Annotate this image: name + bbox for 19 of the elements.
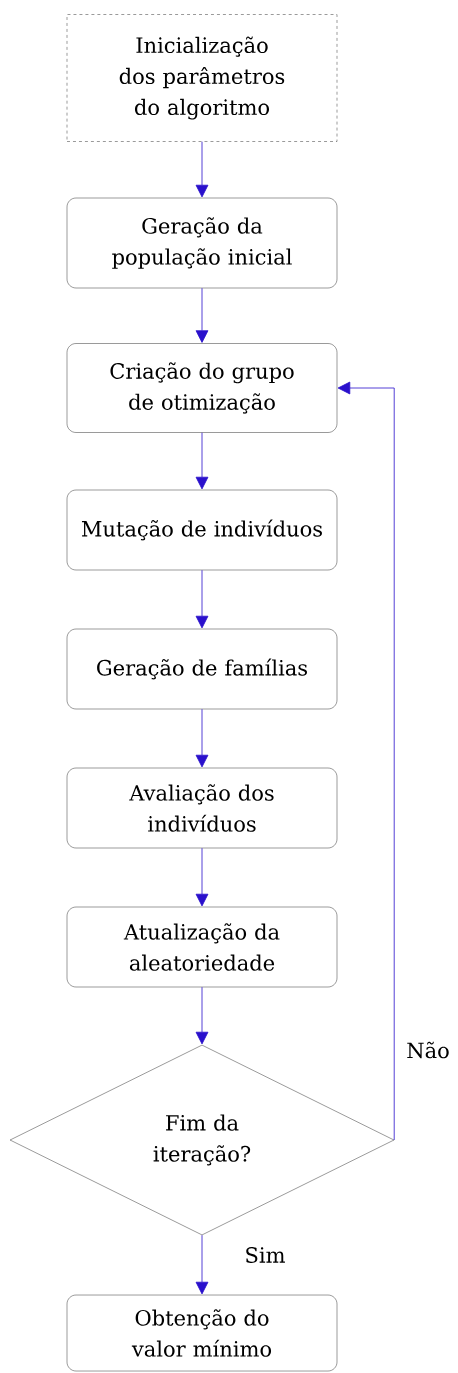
start-box: Inicialização dos parâmetros do algoritmo [66, 14, 338, 142]
arrow [195, 986, 209, 1045]
edge-label: Não [404, 1039, 452, 1061]
arrow [195, 287, 209, 343]
process-box: Obtenção do valor mínimo [66, 1294, 338, 1372]
arrow [195, 141, 209, 198]
arrow [195, 432, 209, 490]
process-box: Criação do grupo de otimização [66, 343, 338, 433]
arrow [195, 569, 209, 629]
edge-label: Sim [242, 1245, 288, 1265]
process-box: Geração da população inicial [66, 197, 338, 289]
process-box: Mutação de indivíduos [66, 489, 338, 571]
process-box: Atualização da aleatoriedade [66, 906, 338, 988]
process-box: Geração de famílias [66, 628, 338, 710]
arrow [195, 708, 209, 768]
arrow [337, 381, 395, 1141]
arrow [195, 1234, 209, 1295]
process-box: Avaliação dos indivíduos [66, 767, 338, 849]
arrow [195, 847, 209, 907]
